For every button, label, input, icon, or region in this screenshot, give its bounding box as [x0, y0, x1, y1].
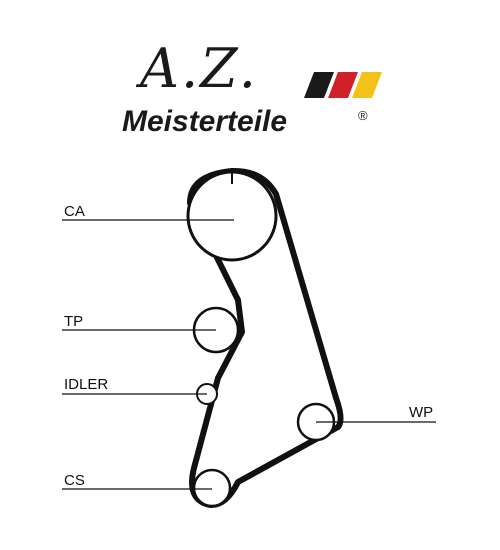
- logo-stripe-black: [304, 72, 334, 98]
- camshaft-pulley: [186, 170, 278, 262]
- ca-label: CA: [64, 203, 85, 220]
- logo-registered-mark: ®: [358, 108, 368, 123]
- logo-stripe-red: [328, 72, 358, 98]
- logo-script-text: A.Z.: [135, 37, 258, 100]
- cs-label: CS: [64, 472, 85, 489]
- logo-stripe-gold: [352, 72, 382, 98]
- crankshaft-pulley: [192, 468, 232, 508]
- wp-label: WP: [409, 404, 433, 421]
- logo-tricolor-stripes: [304, 72, 382, 98]
- brand-logo: A.Z. Meisterteile ®: [122, 37, 382, 138]
- tp-label: TP: [64, 313, 83, 330]
- logo-brand-text: Meisterteile: [122, 105, 287, 138]
- idler-label: IDLER: [64, 376, 108, 393]
- timing-belt-diagram: CA TP IDLER WP CS: [62, 167, 436, 508]
